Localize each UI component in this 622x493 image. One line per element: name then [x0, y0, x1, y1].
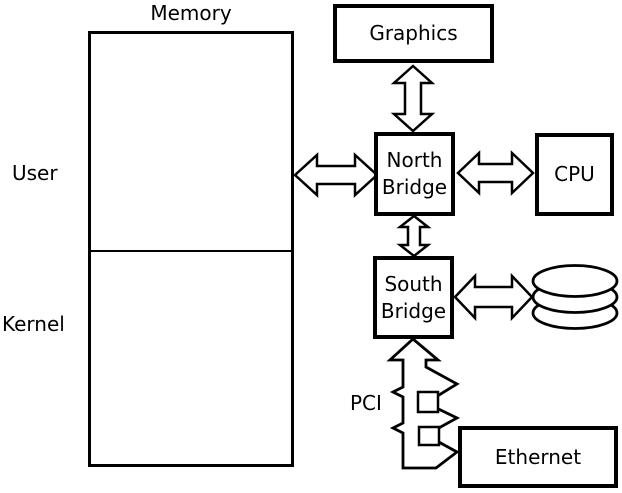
cpu-label: CPU: [554, 162, 595, 186]
memory-northbridge-arrow: [293, 152, 379, 198]
ethernet-box: Ethernet: [458, 426, 618, 488]
graphics-label: Graphics: [369, 21, 458, 45]
pci-slot-1-icon: [416, 390, 440, 414]
northbridge-cpu-arrow: [456, 150, 535, 196]
south-bridge-label-line2: Bridge: [380, 298, 447, 323]
user-region-label: User: [12, 161, 58, 185]
ethernet-label: Ethernet: [494, 444, 582, 469]
memory-box: [88, 31, 294, 467]
north-bridge-label-line1: North: [386, 148, 443, 172]
south-bridge-box: South Bridge: [373, 256, 454, 339]
cpu-box: CPU: [535, 133, 614, 216]
northbridge-southbridge-arrow: [396, 214, 432, 258]
north-bridge-label-line2: Bridge: [381, 175, 448, 199]
north-bridge-box: North Bridge: [374, 132, 455, 216]
pci-label: PCI: [350, 391, 382, 415]
graphics-northbridge-arrow: [390, 64, 436, 133]
southbridge-disk-arrow: [453, 272, 534, 322]
disk-stack-icon: [531, 264, 619, 330]
memory-user-kernel-divider: [91, 250, 291, 252]
graphics-box: Graphics: [333, 4, 494, 63]
pci-slot-2-icon: [417, 425, 441, 447]
memory-label: Memory: [150, 1, 232, 25]
kernel-region-label: Kernel: [2, 312, 65, 336]
south-bridge-label-line1: South: [384, 271, 443, 296]
